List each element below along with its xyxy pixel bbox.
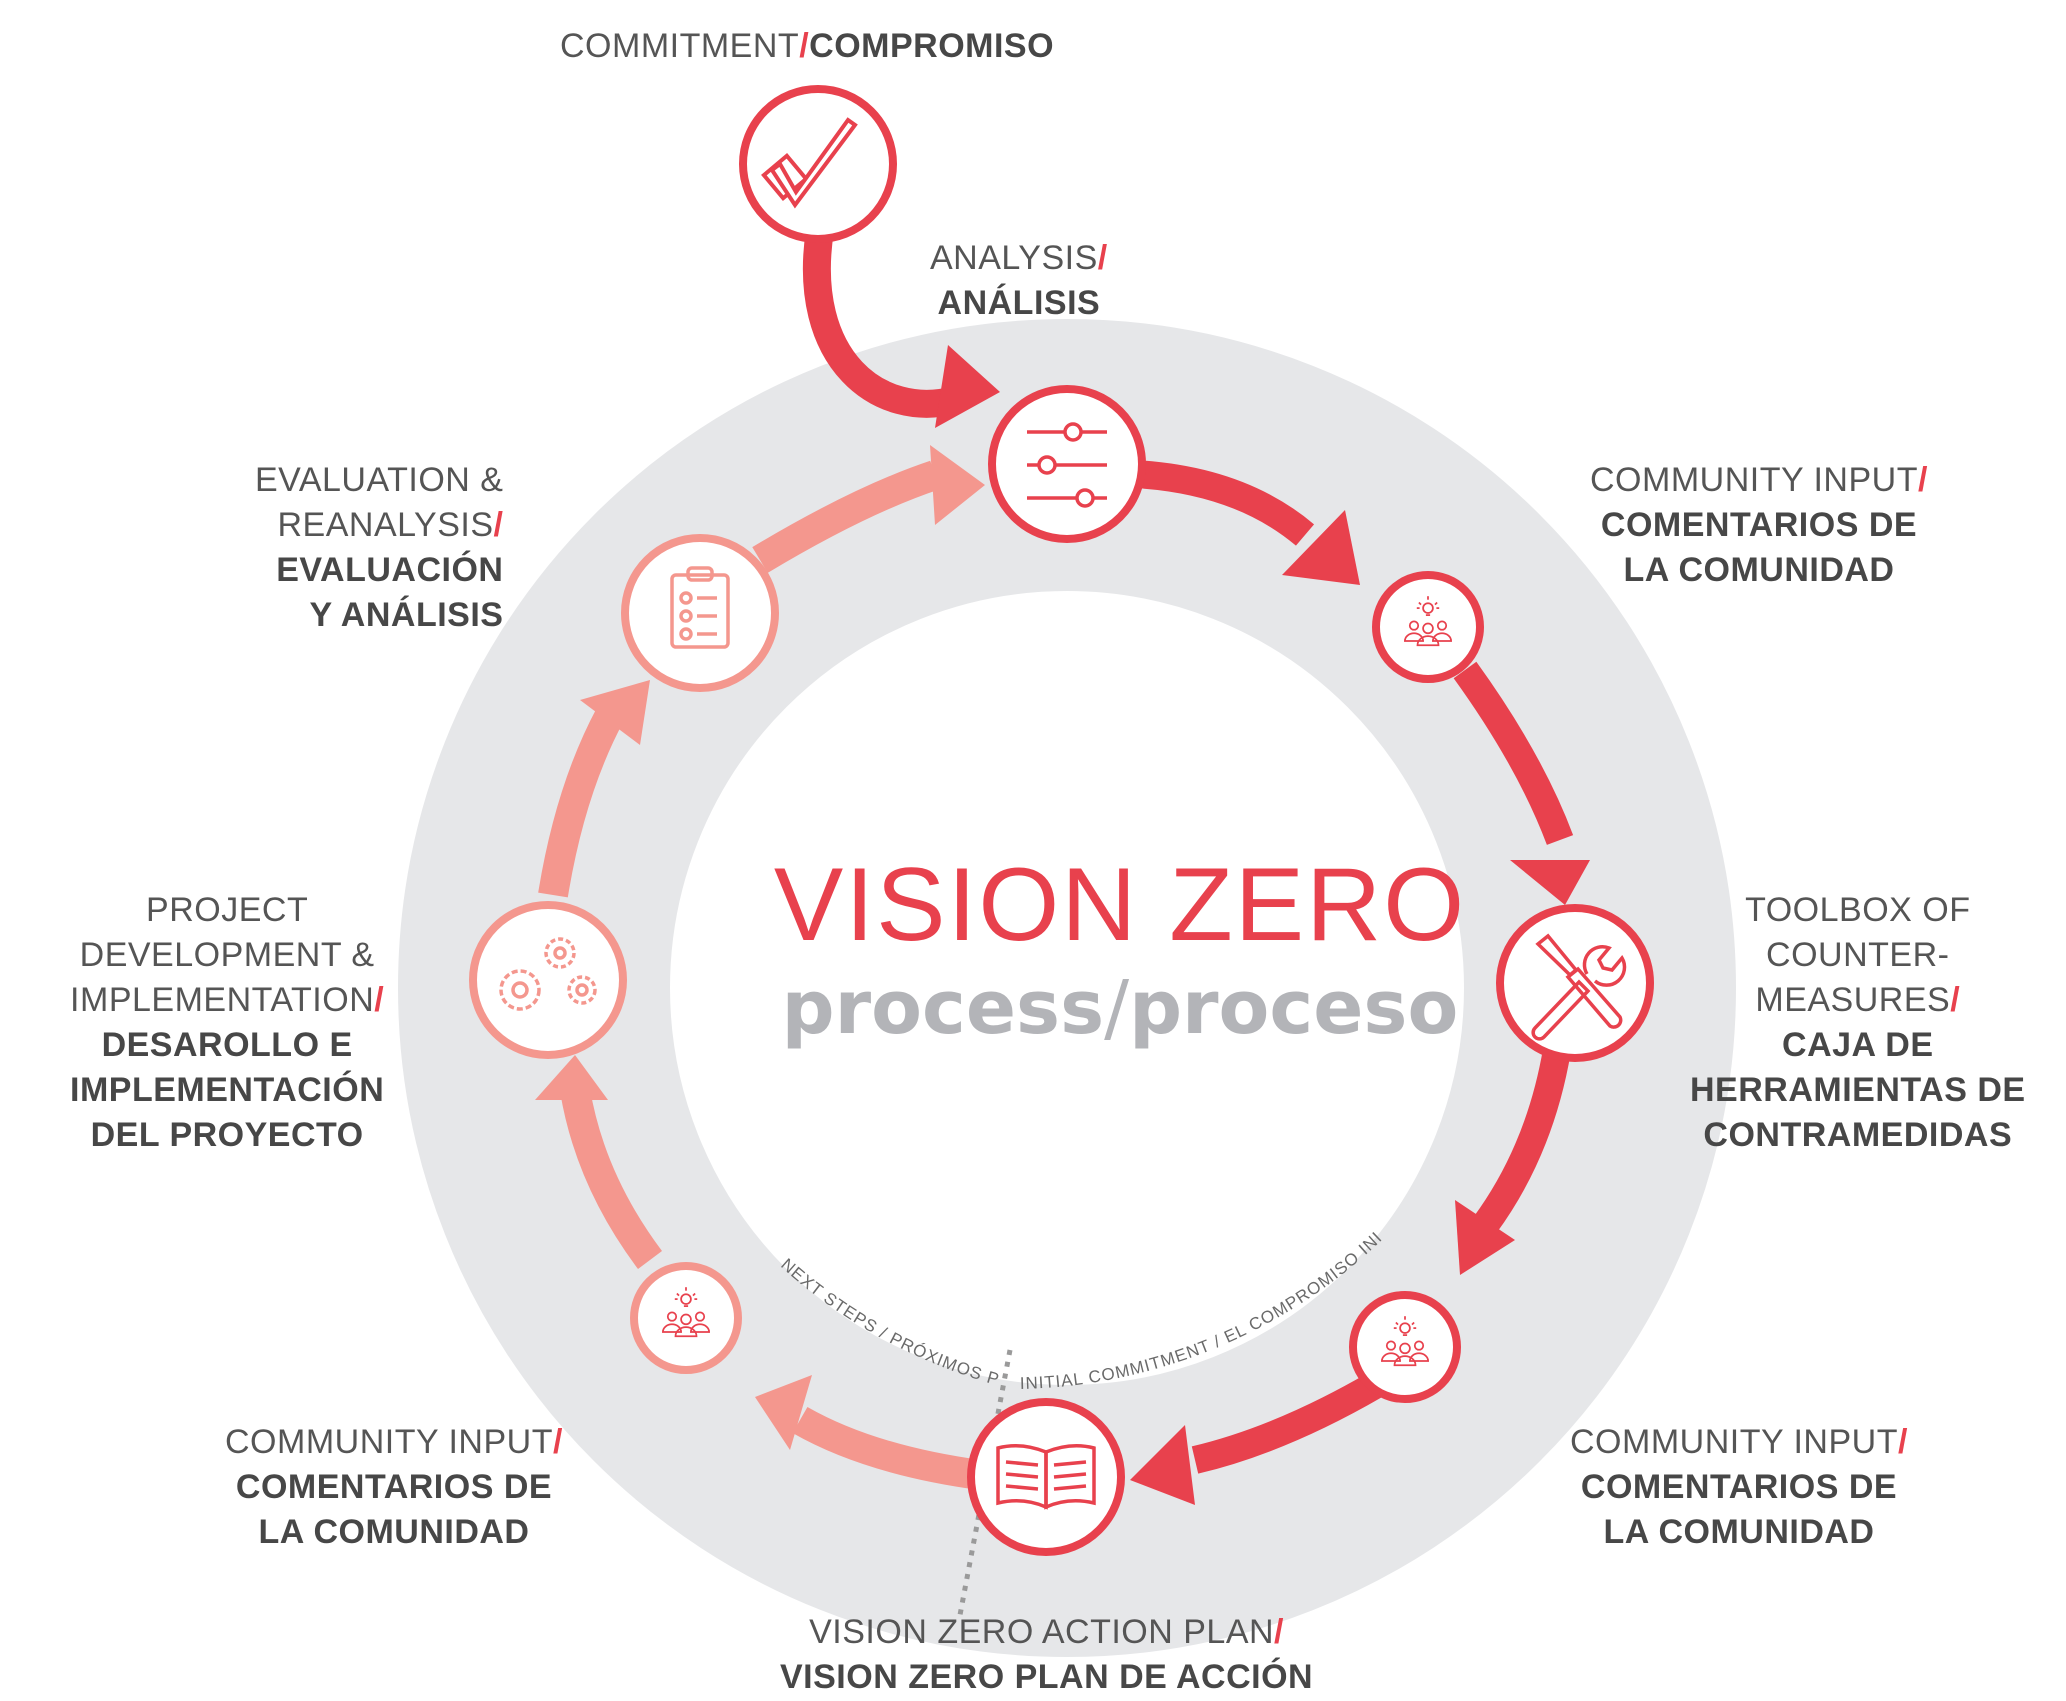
- action-plan-label: VISION ZERO ACTION PLAN/ VISION ZERO PLA…: [780, 1613, 1314, 1696]
- evaluation-node: [621, 534, 779, 692]
- center-subtitle: process/proceso: [600, 968, 1640, 1048]
- analysis-label: ANALYSIS/ ANÁLISIS: [930, 239, 1108, 322]
- arrow-head: [1282, 510, 1360, 585]
- community-input-3-node: [630, 1262, 742, 1374]
- community-input-2-node: [1349, 1291, 1461, 1403]
- commitment-node: [739, 85, 897, 243]
- arrow-community-3-to-project-dev: [560, 1087, 663, 1269]
- evaluation-label: EVALUATION & REANALYSIS/ EVALUACIÓN Y AN…: [255, 461, 504, 634]
- project-development-node: [469, 901, 627, 1059]
- arrow-evaluation-to-analysis: [752, 460, 940, 573]
- arrow-head: [755, 1375, 812, 1450]
- community-input-1-label: COMMUNITY INPUT/ COMENTARIOS DE LA COMUN…: [1590, 461, 1928, 589]
- arrow-head: [930, 445, 985, 525]
- arrow-project-dev-to-evaluation: [538, 707, 624, 898]
- commitment-label: COMMITMENT/COMPROMISO: [560, 27, 1055, 65]
- arrow-head: [1130, 1425, 1195, 1505]
- arrow-toolbox-to-community-2: [1473, 1047, 1571, 1234]
- arrow-analysis-to-community-1: [1134, 460, 1315, 546]
- subtitle-separator: /: [1104, 965, 1130, 1051]
- arrow-community-1-to-toolbox: [1453, 661, 1574, 845]
- arrow-action-plan-to-community-3: [792, 1406, 983, 1490]
- analysis-node: [988, 385, 1146, 543]
- clipboard-checklist-icon: [670, 566, 730, 649]
- toolbox-node: [1496, 904, 1654, 1062]
- checkmark-icon: [761, 117, 858, 209]
- project-development-label: PROJECT DEVELOPMENT & IMPLEMENTATION/ DE…: [70, 891, 385, 1154]
- open-book-icon: [996, 1444, 1096, 1510]
- toolbox-label: TOOLBOX OF COUNTER- MEASURES/ CAJA DE HE…: [1690, 891, 2026, 1154]
- subtitle-es: proceso: [1129, 965, 1459, 1051]
- tools-icon: [1531, 933, 1627, 1041]
- action-plan-node: [967, 1398, 1125, 1556]
- arrow-head: [1455, 1200, 1515, 1275]
- gears-icon: [499, 937, 597, 1011]
- community-input-3-label: COMMUNITY INPUT/ COMENTARIOS DE LA COMUN…: [225, 1423, 563, 1551]
- community-input-2-label: COMMUNITY INPUT/ COMENTARIOS DE LA COMUN…: [1570, 1423, 1908, 1551]
- arrow-commitment-to-analysis: [802, 227, 959, 418]
- community-input-1-node: [1372, 571, 1484, 683]
- arrow-head: [535, 1055, 608, 1100]
- arrow-head: [935, 345, 1000, 428]
- arrow-head: [1510, 860, 1590, 905]
- center-title: VISION ZERO: [773, 847, 1467, 963]
- arrow-head: [580, 680, 650, 745]
- subtitle-en: process: [781, 965, 1105, 1051]
- arrow-community-2-to-action-plan: [1191, 1372, 1383, 1474]
- sliders-icon: [1027, 422, 1107, 508]
